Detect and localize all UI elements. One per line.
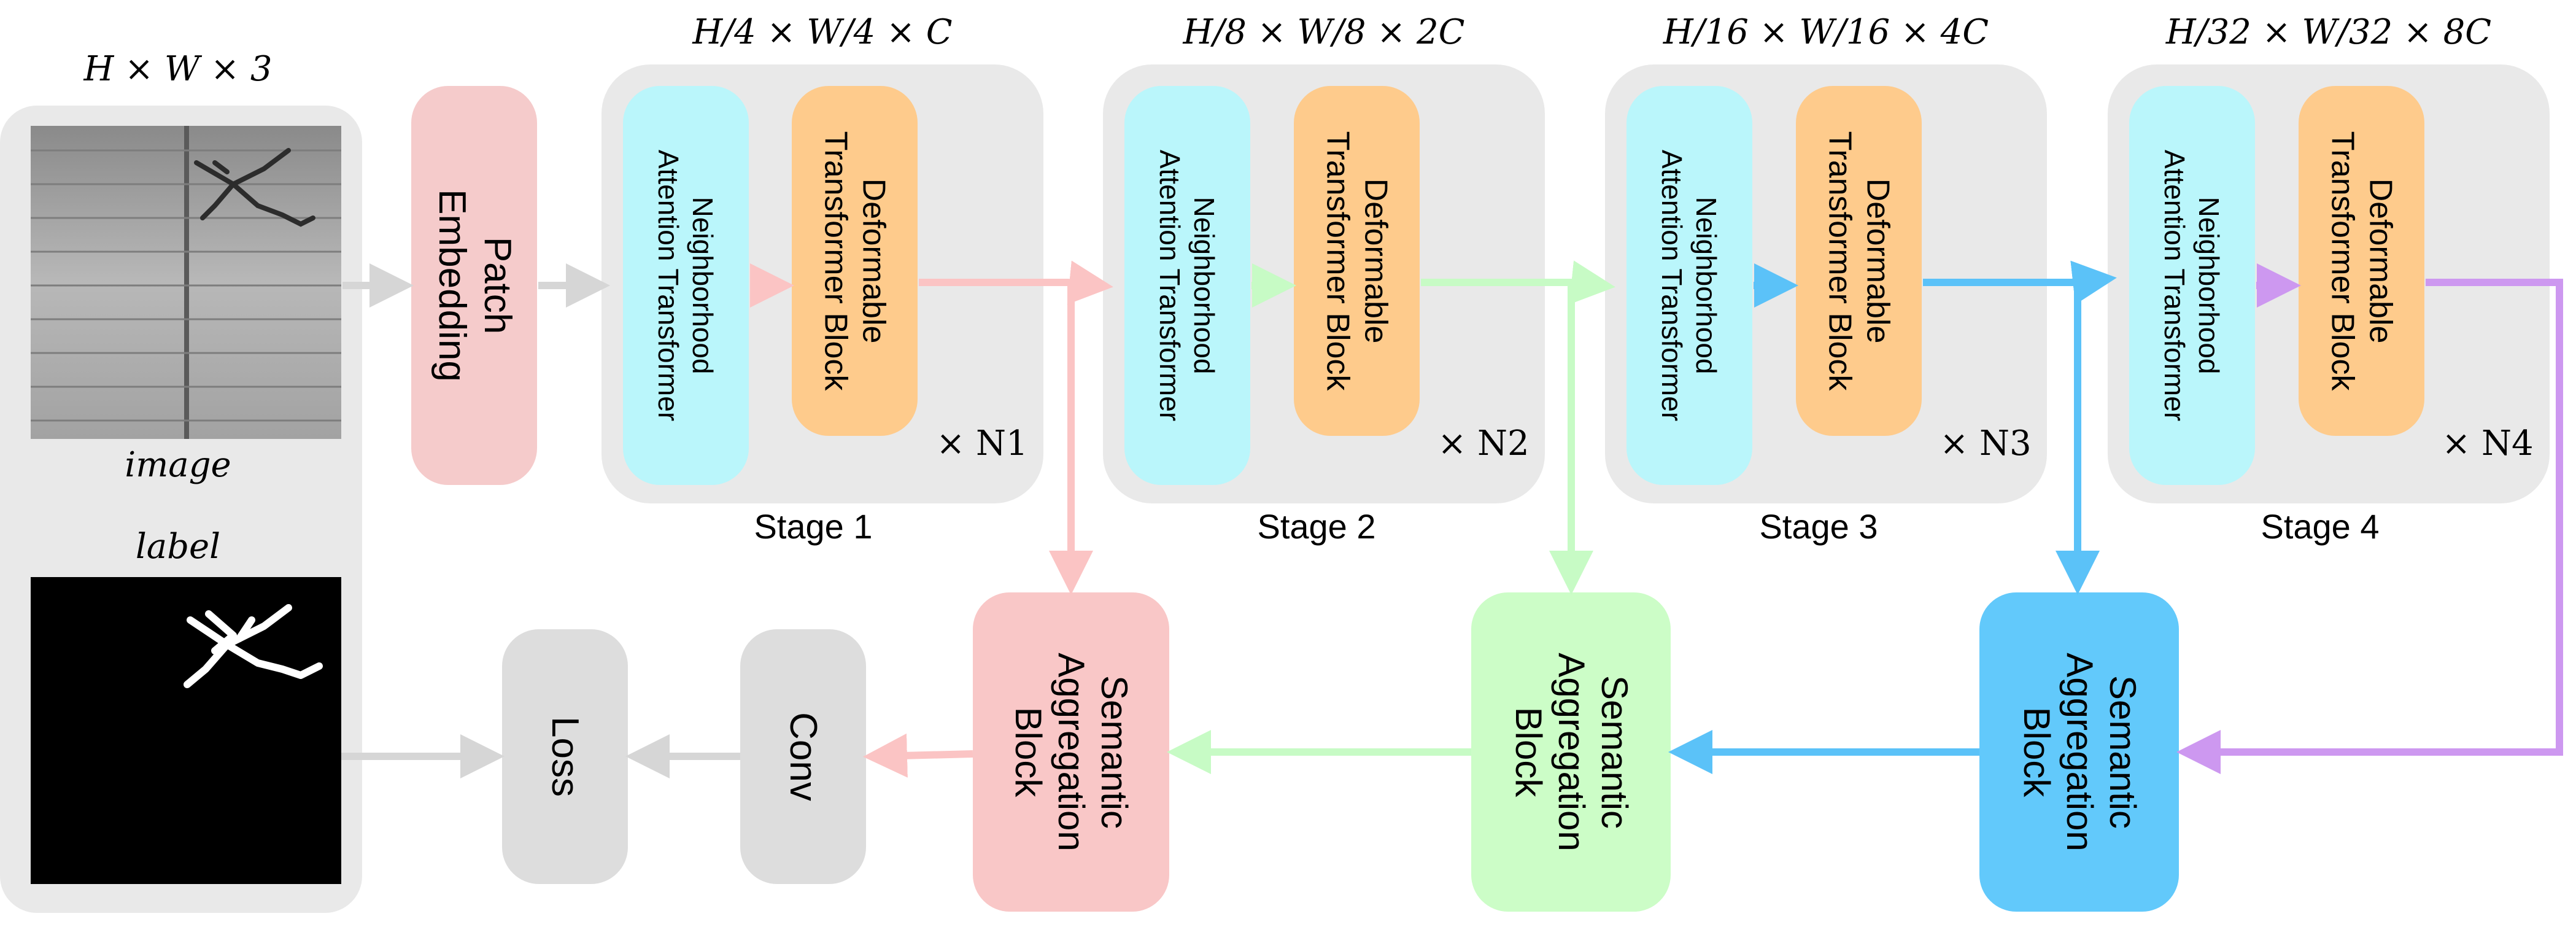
input-dims-label: H × W × 3 — [83, 49, 273, 89]
stage-4-dtb-block: Deformable Transformer Block — [2299, 86, 2424, 436]
arrow-stage3-to-stage4 — [1923, 260, 2117, 305]
loss-block: Loss — [502, 629, 628, 884]
stage-1-repeat: × N1 — [936, 424, 1028, 463]
stage-3-name: Stage 3 — [1759, 507, 1878, 546]
label-mask-image — [31, 577, 341, 884]
patch-embedding-block: Patch Embedding — [411, 86, 537, 485]
stage-4-dims: H/32 × W/32 × 8C — [2165, 12, 2492, 52]
conv-block: Conv — [740, 629, 866, 884]
stage-4-nat-block: Neighborhood Attention Transformer — [2129, 86, 2255, 485]
semantic-aggregation-block-3: Semantic Aggregation Block — [1979, 592, 2179, 912]
stage-1-dims: H/4 × W/4 × C — [692, 12, 953, 52]
stage-2-dims: H/8 × W/8 × 2C — [1183, 12, 1465, 52]
stage-3-nat-block: Neighborhood Attention Transformer — [1626, 86, 1752, 485]
arrow-sab1-to-conv — [863, 733, 973, 778]
stage-2-nat-block: Neighborhood Attention Transformer — [1124, 86, 1250, 485]
stage-4-name: Stage 4 — [2261, 507, 2380, 546]
label-caption: label — [135, 527, 221, 567]
stage-1-nat-block: Neighborhood Attention Transformer — [623, 86, 749, 485]
semantic-aggregation-block-2: Semantic Aggregation Block — [1471, 592, 1671, 912]
stage-1-dtb-block: Deformable Transformer Block — [792, 86, 918, 436]
semantic-aggregation-block-1: Semantic Aggregation Block — [973, 592, 1169, 912]
stage-3-repeat: × N3 — [1940, 424, 2032, 463]
stage-2-name: Stage 2 — [1257, 507, 1376, 546]
input-image — [31, 126, 341, 439]
stage-4-repeat: × N4 — [2442, 424, 2534, 463]
arrow-stage4-to-sab3 — [2176, 279, 2563, 774]
image-caption: image — [125, 445, 231, 485]
stage-2-repeat: × N2 — [1437, 424, 1530, 463]
stage-2-dtb-block: Deformable Transformer Block — [1294, 86, 1420, 436]
stage-3-dims: H/16 × W/16 × 4C — [1663, 12, 1989, 52]
stage-3-dtb-block: Deformable Transformer Block — [1796, 86, 1922, 436]
stage-1-name: Stage 1 — [754, 507, 873, 546]
